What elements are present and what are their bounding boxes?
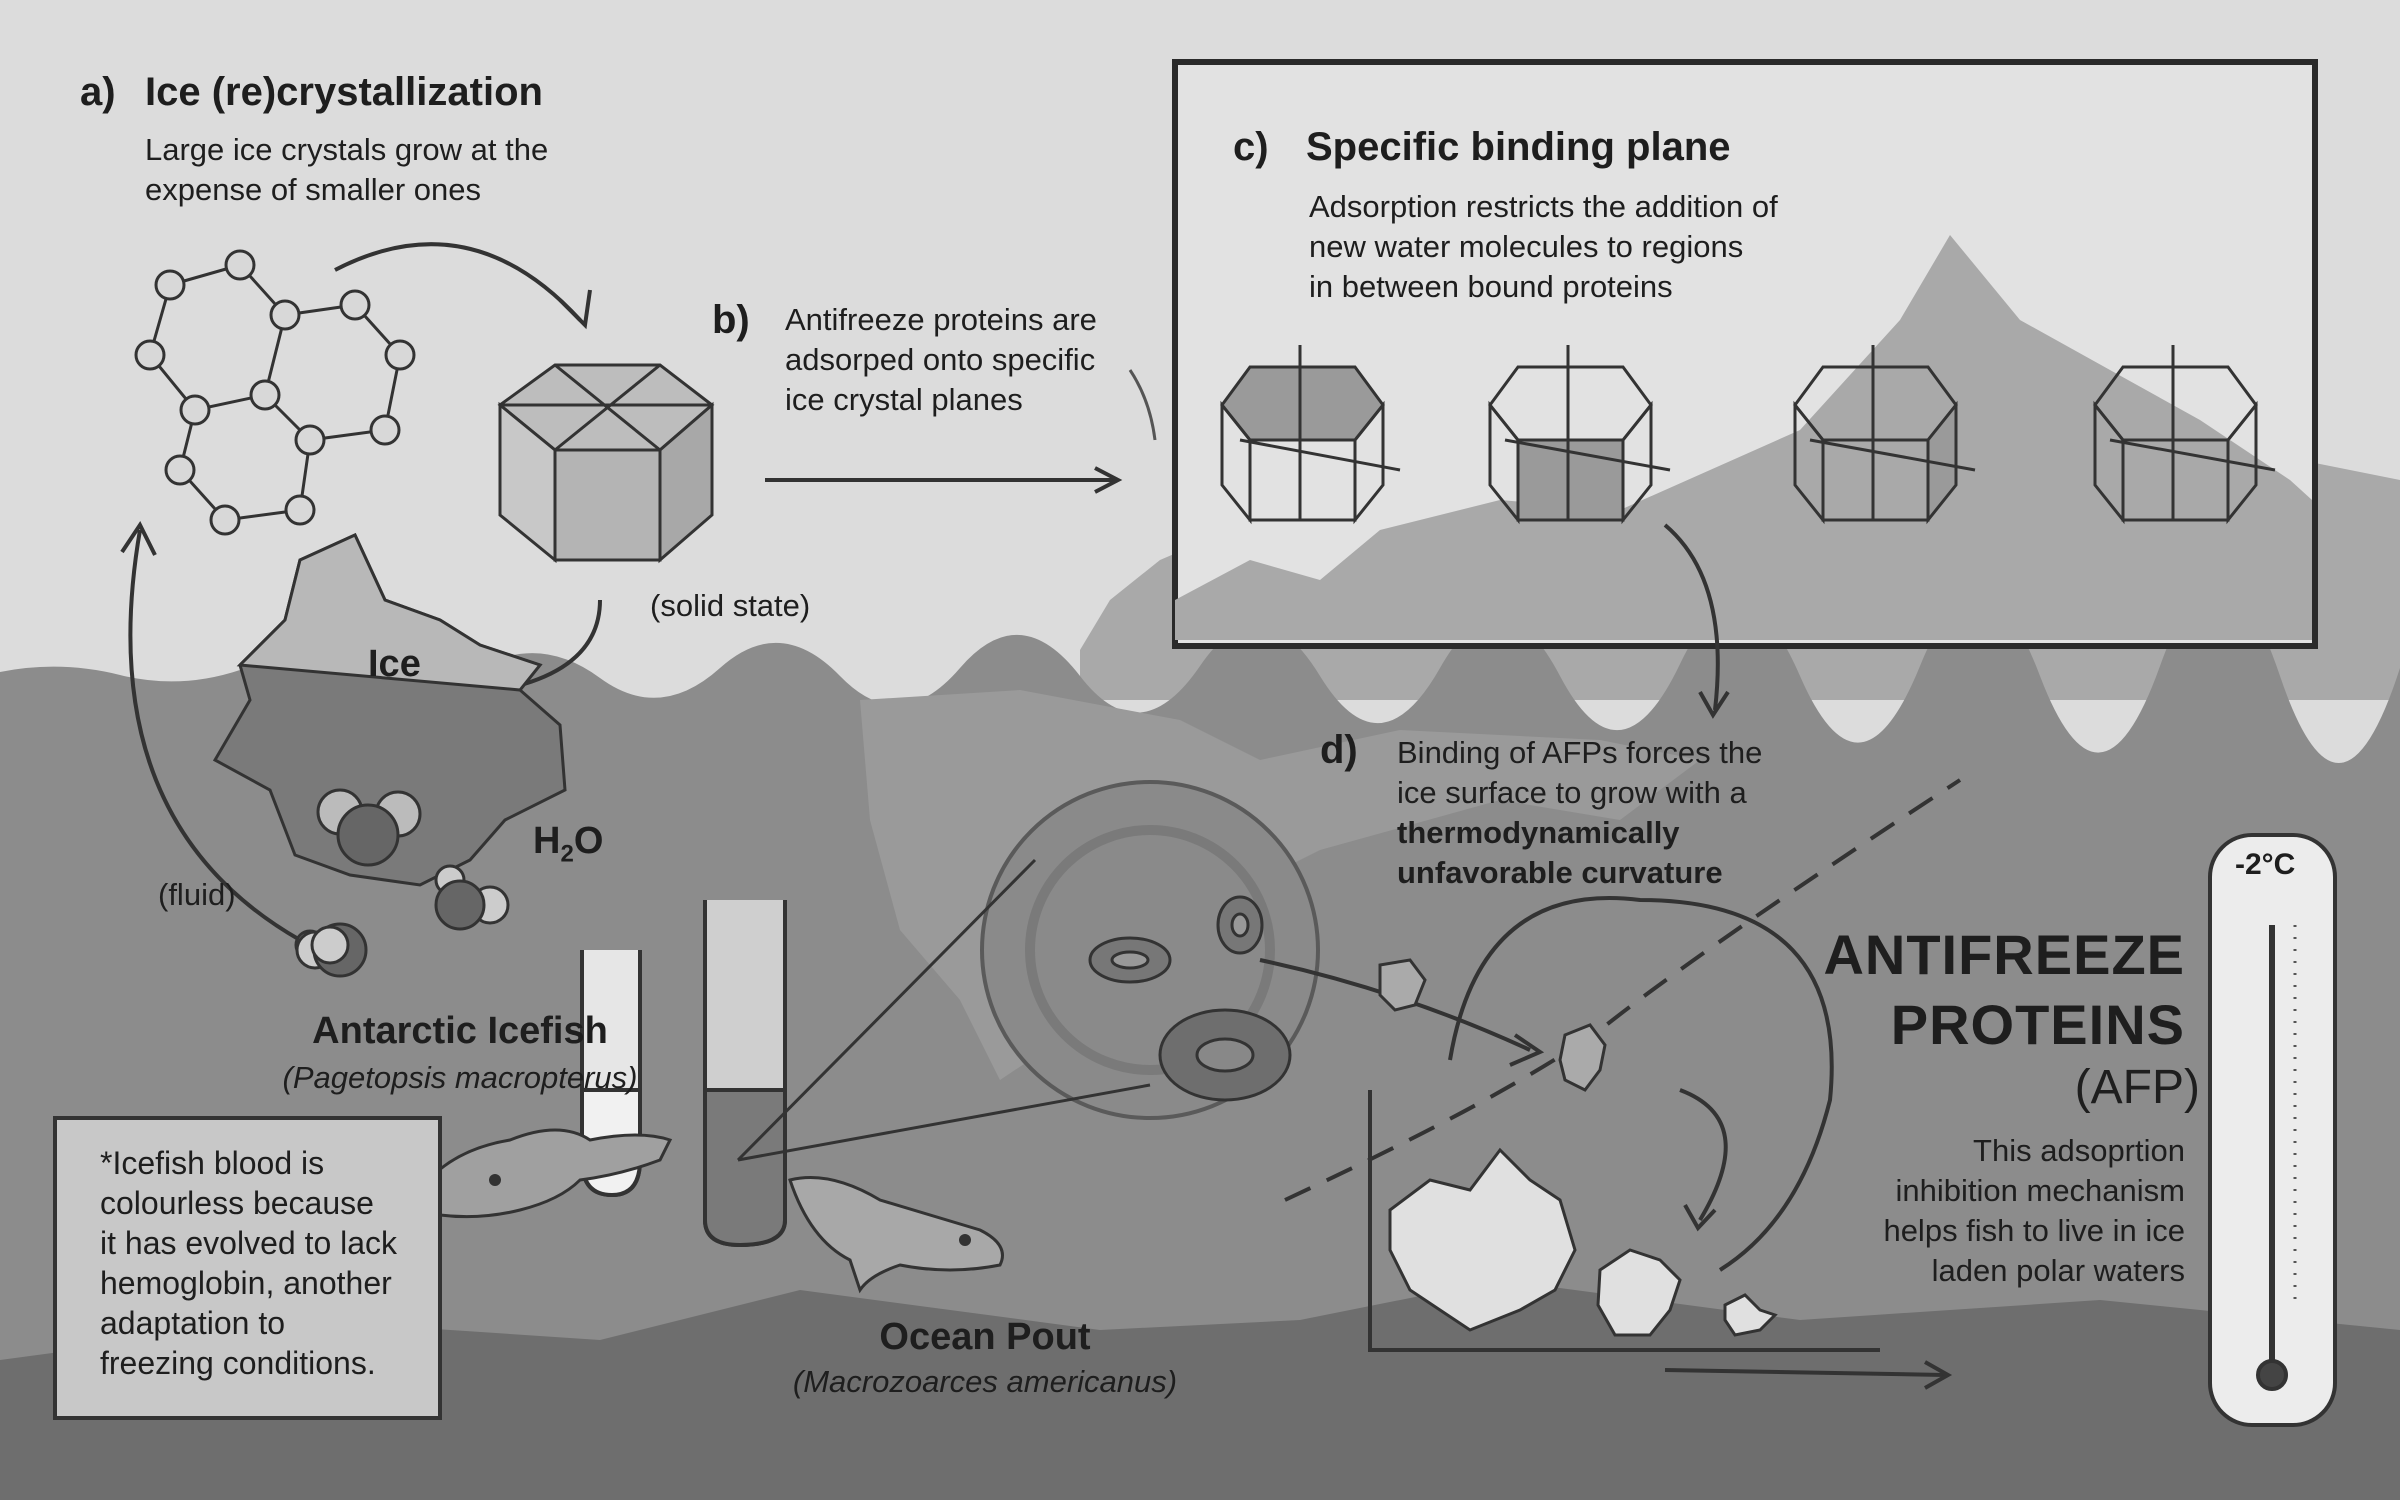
water-molecules-lattice — [134, 249, 416, 536]
solid-state-label: (solid state) — [650, 588, 811, 623]
thermometer-icon — [2208, 833, 2337, 1427]
ice-crystal-2 — [1488, 345, 1671, 525]
afp-title-line2: PROTEINS — [1890, 993, 2185, 1056]
panel-d-desc-1: Binding of AFPs forces the — [1397, 735, 1763, 770]
panel-d-desc-2: ice surface to grow with a — [1397, 775, 1747, 810]
icefish-note: *Icefish blood is colourless because it … — [100, 1143, 430, 1383]
pout-latin: (Macrozoarces americanus) — [792, 1364, 1178, 1399]
afp-abbrev: (AFP) — [2074, 1061, 2200, 1114]
panel-b-desc-1: Antifreeze proteins are — [785, 302, 1097, 337]
panel-b-letter: b) — [712, 298, 750, 342]
sea-floor — [0, 1280, 2400, 1500]
panel-a-desc-2: expense of smaller ones — [145, 172, 482, 207]
fluid-label: (fluid) — [158, 877, 236, 912]
panel-c-title: Specific binding plane — [1306, 125, 1731, 169]
ice-crystal-4 — [2093, 345, 2276, 525]
panel-a-letter: a) — [80, 70, 116, 114]
icefish-name: Antarctic Icefish — [312, 1010, 608, 1052]
panel-d-desc-bold-1: thermodynamically — [1397, 815, 1680, 850]
afp-desc-line: helps fish to live in ice — [1883, 1213, 2185, 1248]
icefish-note-line: *Icefish blood is — [100, 1145, 325, 1181]
arrow-top — [334, 242, 582, 322]
afp-title-line1: ANTIFREEZE — [1823, 923, 2185, 986]
icefish-latin: (Pagetopsis macropterus) — [282, 1060, 638, 1095]
water-label: H2O — [533, 820, 604, 868]
panel-c-desc-3: in between bound proteins — [1309, 269, 1673, 304]
icefish-note-line: freezing conditions. — [100, 1345, 376, 1381]
thermometer-reading: -2°C — [2235, 848, 2296, 881]
ice-crystal-icon — [497, 363, 715, 564]
arrow-c-d — [1663, 523, 1720, 711]
icefish-note-line: hemoglobin, another — [100, 1265, 392, 1301]
icefish-note-box — [53, 1116, 442, 1420]
icefish-note-line: colourless because — [100, 1185, 374, 1221]
afp-desc-line: This adsoprtion — [1973, 1133, 2185, 1168]
fish-icon-pout — [788, 1176, 1004, 1294]
panel-a-title: Ice (re)crystallization — [145, 70, 543, 114]
ice-label: Ice — [368, 643, 421, 685]
panel-c-letter: c) — [1233, 125, 1269, 169]
panel-b-desc-3: ice crystal planes — [785, 382, 1023, 417]
panel-d-desc-bold-2: unfavorable curvature — [1397, 855, 1723, 890]
panel-d-letter: d) — [1320, 728, 1358, 772]
afp-desc: This adsoprtion inhibition mechanism hel… — [1640, 1131, 2185, 1291]
ice-crystal-row — [1220, 345, 2276, 525]
panel-a-desc-1: Large ice crystals grow at the — [145, 132, 549, 167]
ice-crystal-1 — [1220, 345, 1401, 525]
arrow-left — [128, 529, 301, 942]
icefish-note-line: it has evolved to lack — [100, 1225, 398, 1261]
fish-icon — [418, 1128, 673, 1219]
icefish-note-line: adaptation to — [100, 1305, 286, 1341]
ice-crystals-shapes — [1378, 958, 1778, 1337]
afp-desc-line: inhibition mechanism — [1895, 1173, 2185, 1208]
afp-desc-line: laden polar waters — [1931, 1253, 2185, 1288]
panel-c-desc-2: new water molecules to regions — [1309, 229, 1744, 264]
ice-crystal-3 — [1793, 345, 1976, 525]
panel-b-desc-2: adsorped onto specific — [785, 342, 1096, 377]
panel-c-desc-1: Adsorption restricts the addition of — [1309, 189, 1778, 224]
water-molecule-icon — [294, 788, 510, 978]
pout-name: Ocean Pout — [879, 1316, 1091, 1358]
magnifier-icon — [736, 780, 1320, 1162]
